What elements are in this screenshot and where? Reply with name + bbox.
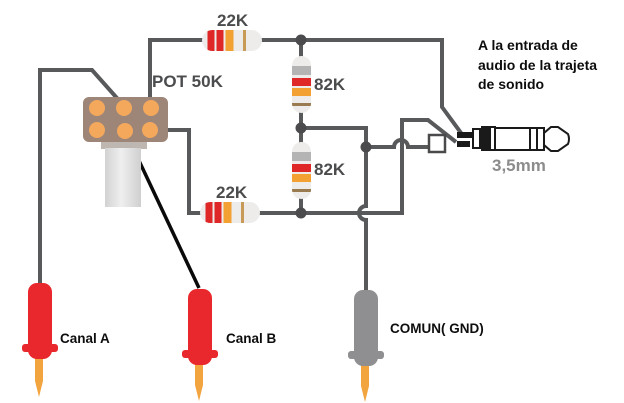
jack-sleeve-terminal bbox=[427, 133, 447, 154]
probe-canal-b-body bbox=[188, 289, 212, 365]
potentiometer bbox=[83, 97, 168, 207]
pot-bushing bbox=[101, 140, 147, 149]
canal-a-label: Canal A bbox=[60, 331, 110, 346]
resistor-82k-lower bbox=[292, 142, 311, 199]
jack-size-label: 3,5mm bbox=[492, 156, 546, 175]
jack-tip bbox=[543, 126, 570, 152]
junction-dot-top bbox=[295, 34, 307, 46]
wire-comun-drop-with-hop bbox=[357, 147, 368, 292]
wire-mid-node-to-sleeve-node bbox=[301, 126, 368, 147]
resistor-22k-bottom bbox=[200, 202, 260, 223]
pot-pad bbox=[89, 100, 105, 116]
jack-lug-tip bbox=[457, 132, 472, 138]
pot-label: POT 50K bbox=[152, 72, 223, 91]
resistor-82k-upper-label: 82K bbox=[314, 75, 346, 94]
wire-pot-to-canal-a bbox=[38, 68, 126, 285]
probe-canal-a-flange bbox=[22, 344, 58, 352]
junction-dot-middle bbox=[295, 122, 307, 134]
wire-sleeve-with-hop bbox=[366, 138, 429, 149]
pot-pad bbox=[117, 123, 133, 139]
resistor-22k-top-label: 22K bbox=[217, 11, 249, 30]
jack-lug-ring bbox=[457, 141, 470, 147]
probe-canal-b-flange bbox=[182, 350, 218, 358]
canal-b-label: Canal B bbox=[226, 331, 277, 346]
comun-gnd-label: COMUN( GND) bbox=[390, 321, 484, 336]
resistor-82k-lower-label: 82K bbox=[314, 160, 346, 179]
wire-top-rail-to-jack-tip bbox=[148, 38, 466, 139]
probe-comun-needle bbox=[361, 364, 369, 402]
resistor-22k-bottom-label: 22K bbox=[216, 183, 248, 202]
resistor-22k-top bbox=[202, 30, 262, 51]
annotation-line: audio de la trajeta bbox=[478, 56, 598, 73]
jack-plug-35mm bbox=[427, 126, 570, 154]
wire-ring-to-jack bbox=[301, 118, 458, 215]
probe-canal-a-needle bbox=[35, 357, 43, 397]
annotation-jack-destination: A la entrada de audio de la trajeta de s… bbox=[478, 36, 597, 95]
probe-canal-b-needle bbox=[195, 363, 203, 401]
probe-comun-gnd bbox=[348, 290, 384, 402]
probe-comun-body bbox=[354, 290, 378, 366]
annotation-line: A la entrada de bbox=[478, 37, 578, 53]
probe-canal-a-body bbox=[28, 283, 52, 359]
jack-collar-band bbox=[481, 126, 489, 151]
pot-pad bbox=[143, 100, 159, 116]
wires bbox=[38, 38, 466, 292]
probe-canal-b bbox=[182, 289, 218, 401]
junction-dot-sleeve bbox=[360, 141, 372, 153]
pot-pad bbox=[142, 122, 158, 138]
probe-canal-a bbox=[22, 283, 58, 397]
junction-dots bbox=[295, 34, 372, 219]
pot-pad bbox=[89, 122, 105, 138]
junction-dot-bottom bbox=[295, 207, 307, 219]
pot-shaft bbox=[105, 148, 141, 207]
annotation-line: de sonido bbox=[478, 76, 545, 92]
resistor-82k-upper bbox=[292, 56, 311, 113]
probe-comun-flange bbox=[348, 351, 384, 359]
pot-pad bbox=[116, 100, 132, 116]
jack-collar-ring bbox=[472, 128, 481, 149]
